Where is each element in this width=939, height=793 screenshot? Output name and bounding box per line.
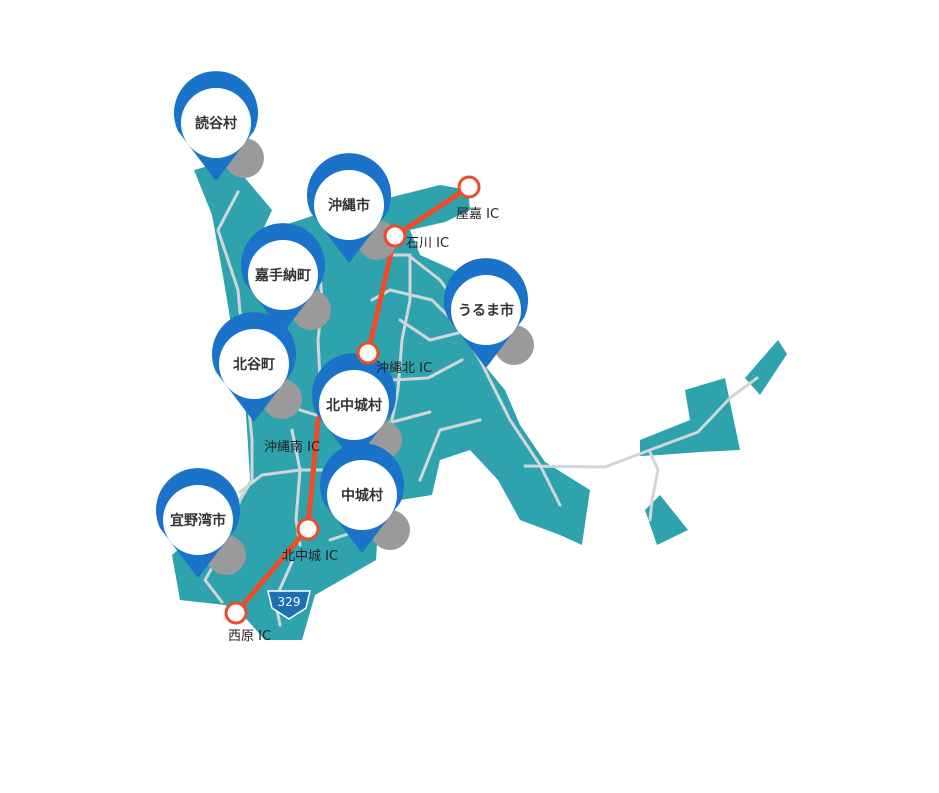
ic-marker-kitanakagusuku[interactable] — [296, 517, 320, 541]
pin-label-ginowan: 宜野湾市 — [170, 512, 226, 529]
pin-nakagusuku[interactable]: 中城村 — [320, 443, 410, 553]
ic-label-kitanakagusuku: 北中城 IC — [282, 549, 338, 564]
ic-marker-okinawa-kita[interactable] — [356, 341, 380, 365]
land-island-east — [640, 378, 740, 456]
ic-label-yaka: 屋嘉 IC — [456, 207, 499, 222]
pin-label-okinawa-city: 沖縄市 — [328, 197, 370, 214]
ic-label-okinawa-minami: 沖縄南 IC — [264, 439, 320, 455]
pin-label-uruma: うるま市 — [458, 302, 514, 319]
ic-marker-nishihara[interactable] — [224, 601, 248, 625]
pin-label-chatan: 北谷町 — [233, 357, 275, 373]
pin-label-nakagusuku: 中城村 — [341, 487, 383, 504]
ic-marker-yaka[interactable] — [457, 175, 481, 199]
pin-label-yomitan: 読谷村 — [195, 115, 237, 132]
pin-chatan[interactable]: 北谷町 — [212, 312, 302, 422]
ic-marker-ishikawa[interactable] — [383, 224, 407, 248]
land-island-southeast — [645, 495, 688, 545]
municipality-pins: 読谷村 沖縄市 嘉手納町 うるま市 北谷町 北中城村 — [156, 71, 534, 578]
pin-yomitan[interactable]: 読谷村 — [174, 71, 264, 181]
land-island-northeast — [745, 340, 787, 395]
route-329-badge: 329 — [267, 590, 311, 620]
pin-ginowan[interactable]: 宜野湾市 — [156, 468, 246, 578]
pin-label-kitanakagusuku: 北中城村 — [326, 397, 382, 414]
route-number: 329 — [278, 595, 301, 609]
interchanges: 屋嘉 IC 石川 IC 沖縄北 IC 沖縄南 IC 北中城 IC 西原 IC — [224, 175, 499, 644]
ic-label-ishikawa: 石川 IC — [406, 236, 449, 251]
pin-kadena[interactable]: 嘉手納町 — [241, 223, 331, 333]
pin-uruma[interactable]: うるま市 — [444, 258, 534, 368]
ic-label-nishihara: 西原 IC — [228, 629, 271, 644]
ic-label-okinawa-kita: 沖縄北 IC — [376, 361, 432, 376]
pin-label-kadena: 嘉手納町 — [254, 267, 311, 284]
